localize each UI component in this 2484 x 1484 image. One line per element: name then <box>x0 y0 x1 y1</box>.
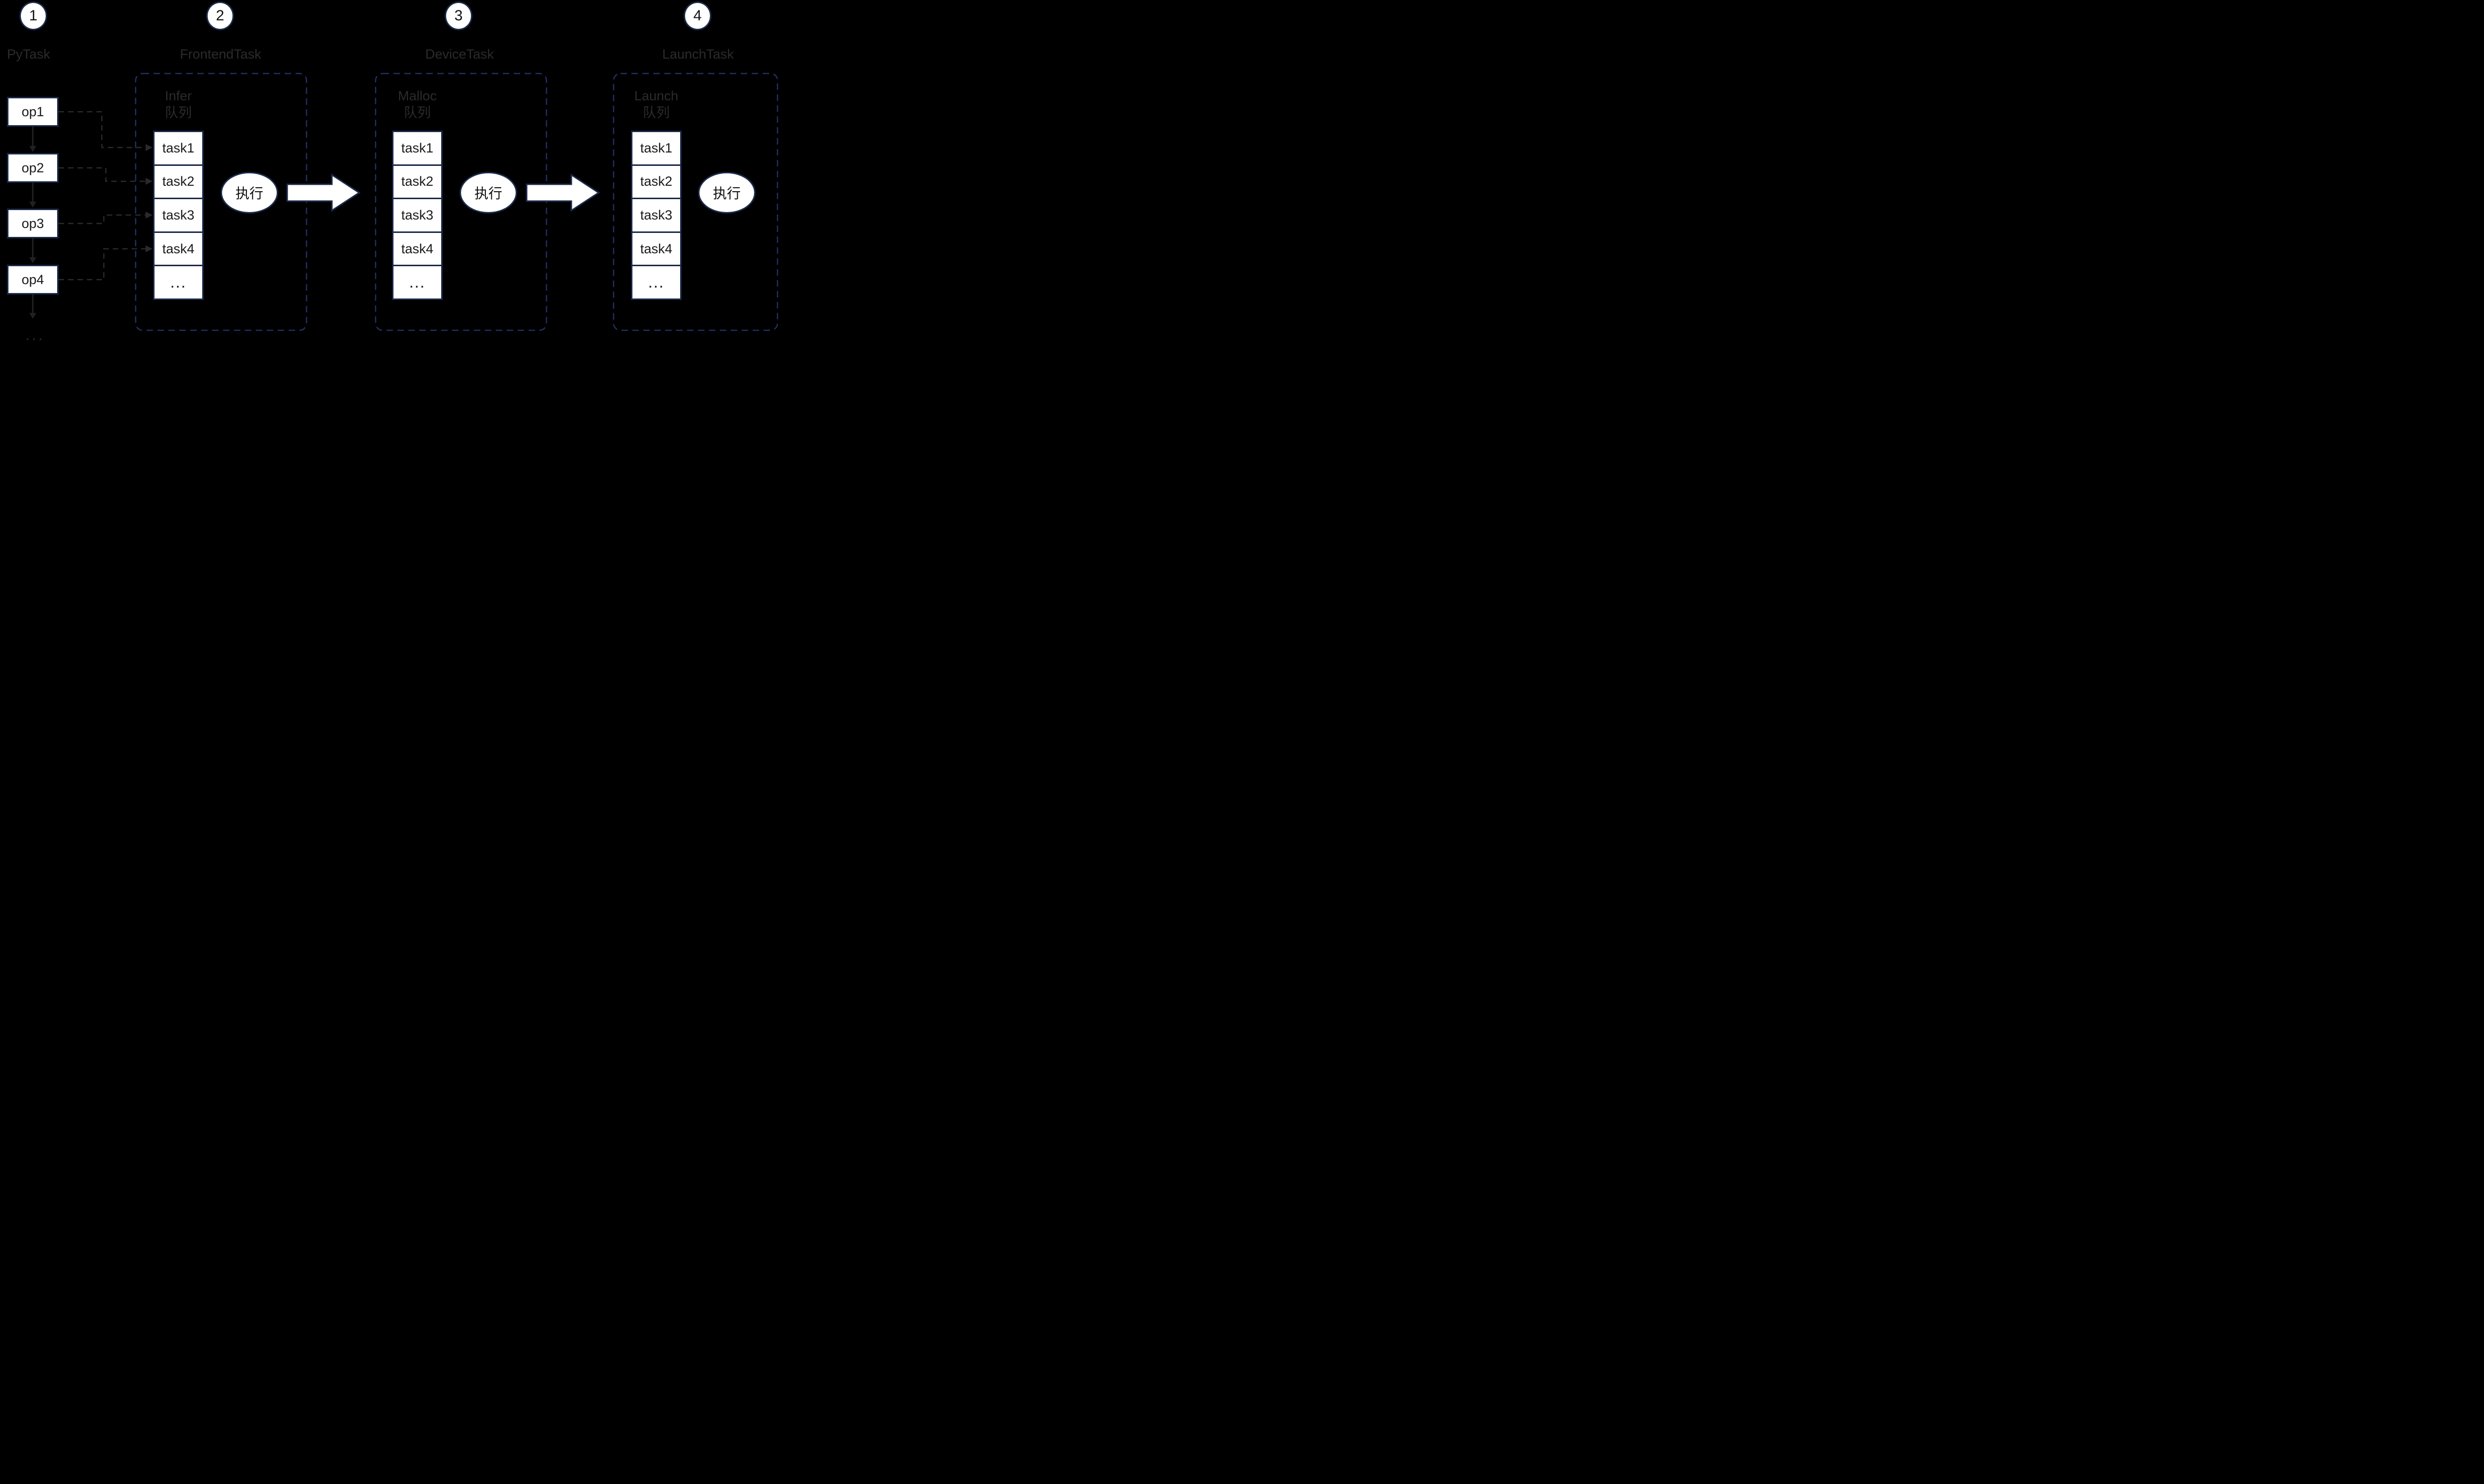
queue-item: task3 <box>632 198 680 231</box>
queue-item: task4 <box>155 231 202 265</box>
diagram-lines-layer <box>29 73 778 331</box>
op-label: op2 <box>21 160 44 175</box>
op-label: op4 <box>21 272 44 287</box>
step-badge-2: 2 <box>206 1 234 30</box>
malloc-task-queue: task1 task2 task3 task4 ... <box>392 131 443 300</box>
step-number: 3 <box>454 7 463 24</box>
stage-title-launchtask: LaunchTask <box>662 47 734 62</box>
queue-item: task1 <box>401 140 434 155</box>
queue-item-more: ... <box>155 265 202 298</box>
frontend-to-device-arrow <box>286 173 361 212</box>
op-label: op3 <box>21 216 44 231</box>
launch-exec-ellipse: 执行 <box>698 172 756 214</box>
malloc-queue-title: Malloc 队列 <box>378 87 457 121</box>
op2-box: op2 <box>7 153 59 183</box>
exec-label: 执行 <box>474 186 502 201</box>
exec-label: 执行 <box>235 186 263 201</box>
queue-title-line1: Launch <box>634 88 679 103</box>
queue-item: task2 <box>155 164 202 198</box>
op3-connector-arrowhead <box>146 212 153 219</box>
op2-task2-connector <box>59 167 146 182</box>
more-ops-ellipsis: ... <box>25 324 45 344</box>
queue-item: task4 <box>393 231 441 265</box>
queue-item-more: ... <box>632 265 680 298</box>
stage-title-frontendtask: FrontendTask <box>180 47 261 62</box>
task-pipeline-diagram: 1 2 3 4 PyTask FrontendTask DeviceTask L… <box>0 0 779 357</box>
device-to-launch-arrow <box>526 173 600 212</box>
device-exec-ellipse: 执行 <box>460 172 517 214</box>
op3-op4-arrow <box>29 238 36 263</box>
op3-task3-connector <box>59 214 146 224</box>
infer-queue-title: Infer 队列 <box>139 87 218 121</box>
queue-title-line1: Infer <box>164 88 192 103</box>
queue-item: task3 <box>393 198 441 231</box>
step-number: 4 <box>693 7 702 24</box>
step-badge-3: 3 <box>445 1 472 30</box>
step-badge-1: 1 <box>19 1 47 30</box>
queue-title-line1: Malloc <box>397 88 437 103</box>
op2-connector-arrowhead <box>146 178 153 185</box>
queue-item: task2 <box>393 164 441 198</box>
queue-item: task3 <box>155 198 202 231</box>
queue-item: task2 <box>632 164 680 198</box>
step-number: 1 <box>29 7 38 24</box>
op4-more-arrow <box>29 295 36 319</box>
queue-item-more: ... <box>393 265 441 298</box>
frontend-exec-ellipse: 执行 <box>221 172 278 214</box>
op4-task4-connector <box>59 248 146 281</box>
queue-item: task4 <box>632 231 680 265</box>
op1-op2-arrow <box>29 127 36 152</box>
op1-connector-arrowhead <box>146 144 153 151</box>
queue-item: task1 <box>640 140 673 155</box>
op3-box: op3 <box>7 209 59 238</box>
op-label: op1 <box>21 104 44 119</box>
op1-task1-connector <box>59 111 146 148</box>
exec-label: 执行 <box>712 186 741 201</box>
op4-connector-arrowhead <box>146 245 153 252</box>
queue-title-line2: 队列 <box>643 105 670 120</box>
stage-title-pytask: PyTask <box>7 47 51 62</box>
queue-title-line2: 队列 <box>404 105 431 120</box>
stage-title-devicetask: DeviceTask <box>425 47 494 62</box>
step-number: 2 <box>216 7 225 24</box>
infer-task-queue: task1 task2 task3 task4 ... <box>153 131 204 300</box>
op1-box: op1 <box>7 97 59 127</box>
queue-item: task1 <box>162 140 195 155</box>
queue-title-line2: 队列 <box>165 105 192 120</box>
op2-op3-arrow <box>29 183 36 208</box>
step-badge-4: 4 <box>684 1 711 30</box>
launch-task-queue: task1 task2 task3 task4 ... <box>631 131 682 300</box>
op4-box: op4 <box>7 265 59 295</box>
launch-queue-title: Launch 队列 <box>617 87 696 121</box>
